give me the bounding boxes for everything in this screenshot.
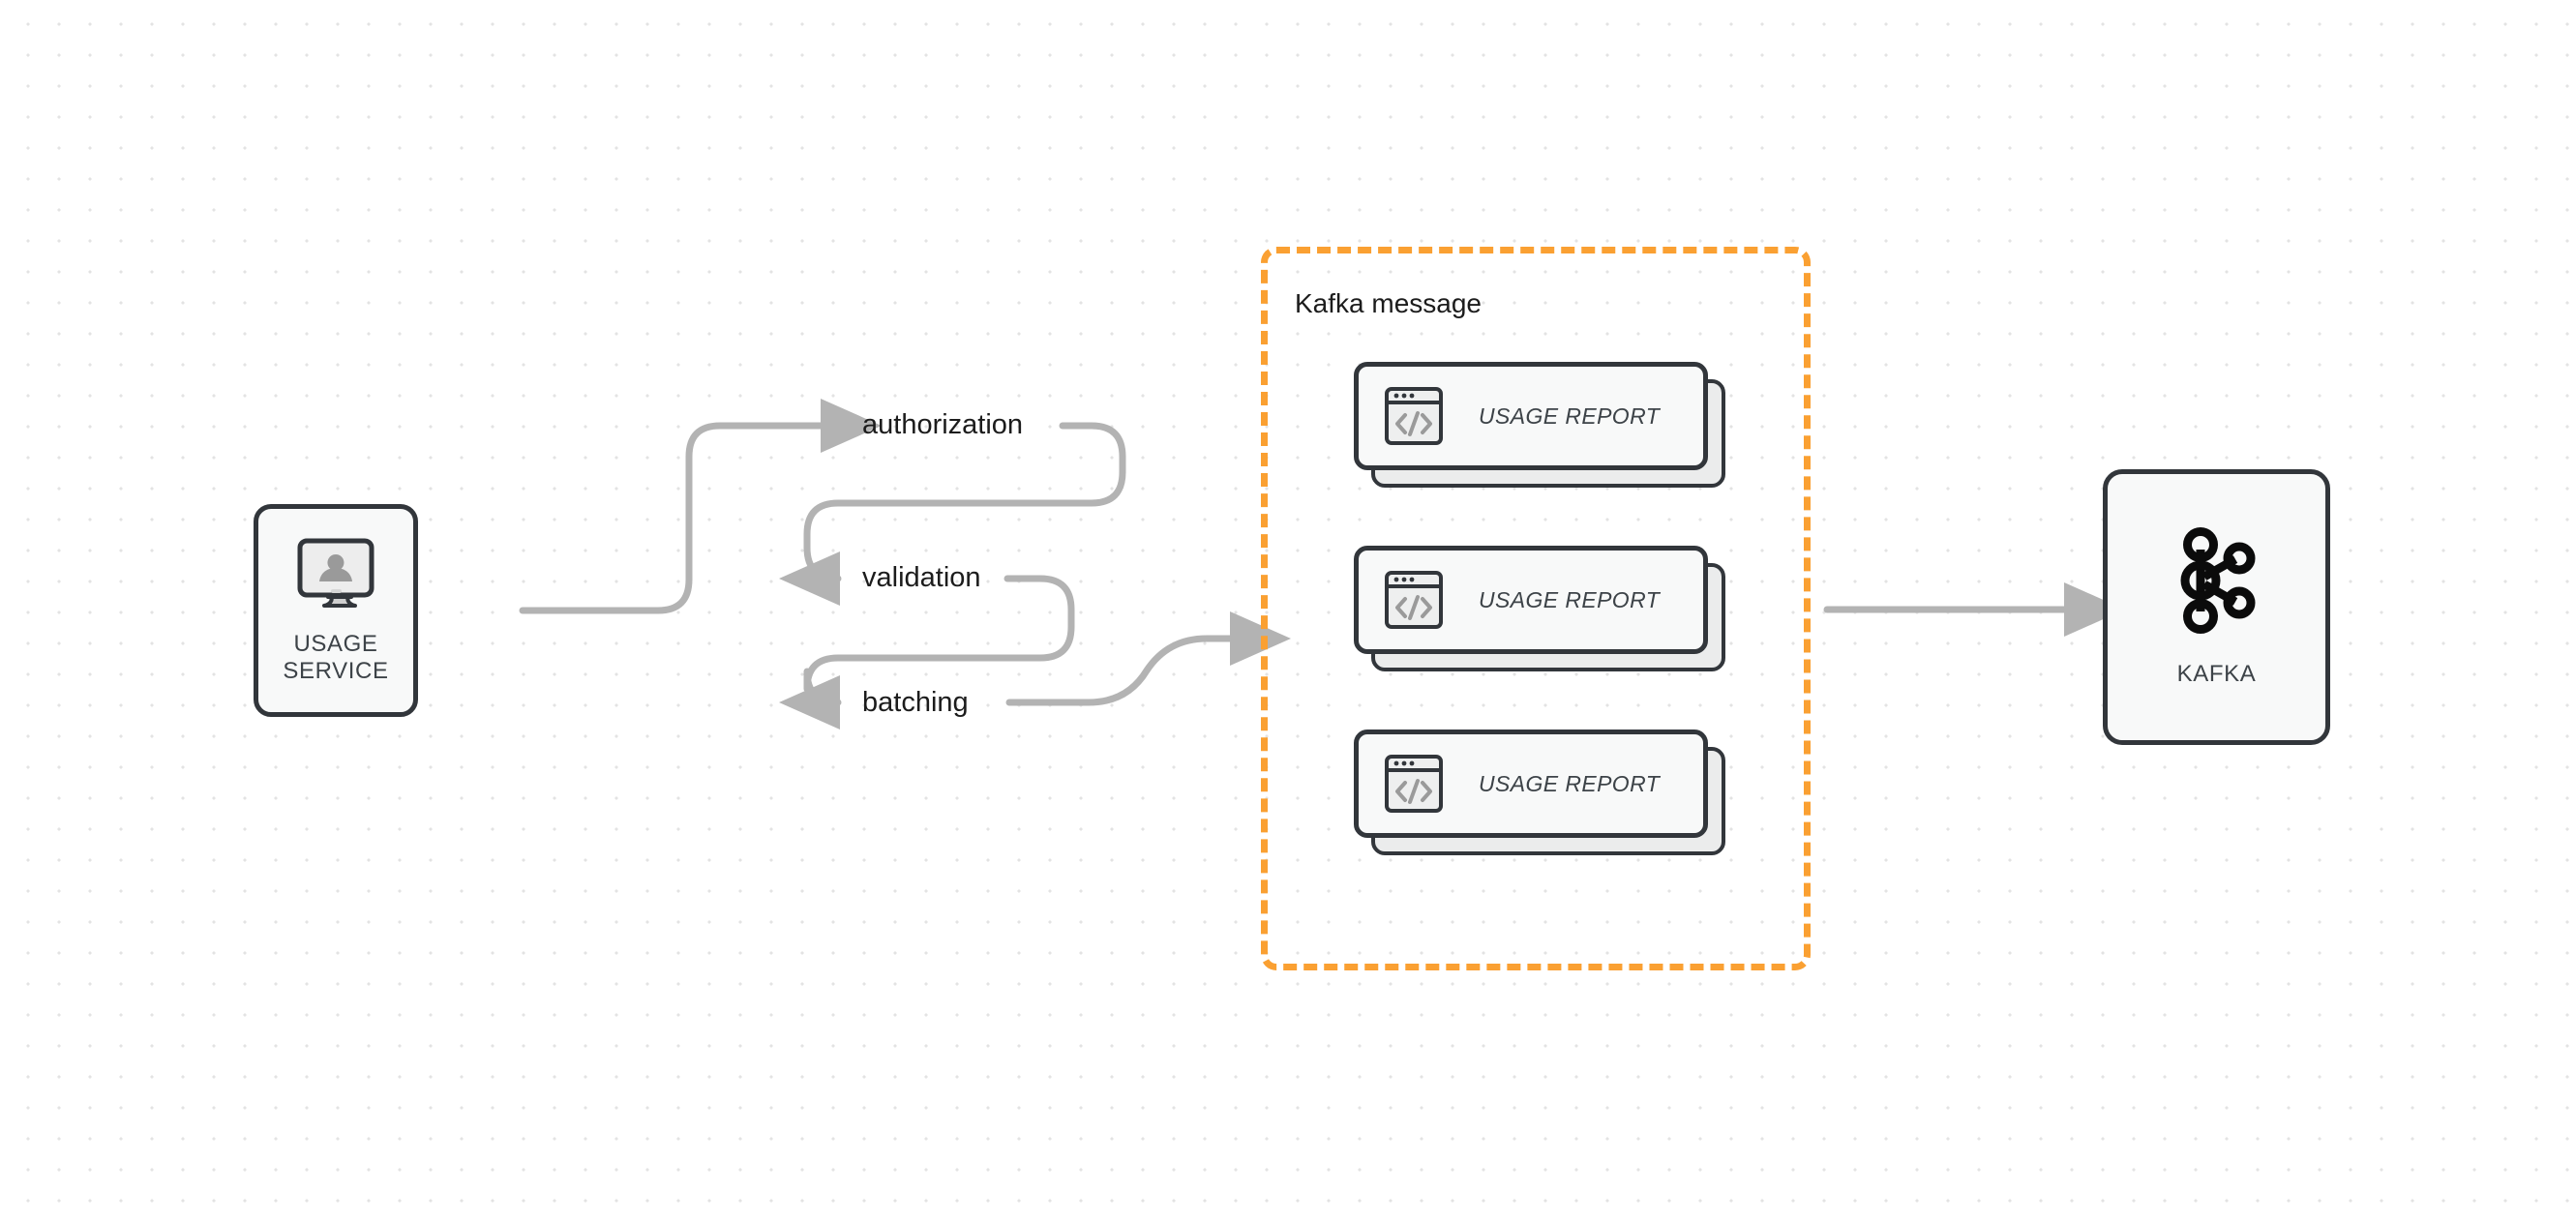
code-window-icon: [1384, 386, 1444, 446]
process-label-batching: batching: [862, 687, 969, 718]
process-label-authorization: authorization: [862, 409, 1024, 440]
node-kafka[interactable]: KAFKA: [2103, 469, 2330, 745]
edge-authorization-to-validation: [779, 422, 1126, 606]
node-kafka-label: KAFKA: [2176, 661, 2257, 687]
edge-validation-to-batching: [779, 575, 1075, 730]
usage-report-card-label: USAGE REPORT: [1479, 586, 1661, 612]
kafka-message-group-title: Kafka message: [1295, 288, 1482, 318]
monitor-user-icon: [295, 537, 376, 615]
code-window-icon: [1384, 754, 1444, 814]
kafka-logo-icon: [2175, 526, 2259, 640]
process-label-validation: validation: [862, 562, 981, 593]
usage-report-card-label: USAGE REPORT: [1479, 770, 1661, 796]
edge-usage-to-authorization: [519, 399, 882, 614]
usage-report-card[interactable]: USAGE REPORT: [1354, 546, 1725, 671]
kafka-message-group: [1261, 247, 1811, 970]
usage-report-card[interactable]: USAGE REPORT: [1354, 362, 1725, 488]
edge-batching-to-kafka-message: [1005, 611, 1291, 706]
card-front: USAGE REPORT: [1354, 362, 1708, 470]
usage-report-card-label: USAGE REPORT: [1479, 402, 1661, 429]
card-front: USAGE REPORT: [1354, 730, 1708, 838]
card-front: USAGE REPORT: [1354, 546, 1708, 654]
code-window-icon: [1384, 570, 1444, 630]
usage-report-card[interactable]: USAGE REPORT: [1354, 730, 1725, 855]
node-usage-service-label: USAGE SERVICE: [283, 630, 389, 684]
node-usage-service[interactable]: USAGE SERVICE: [254, 504, 418, 717]
